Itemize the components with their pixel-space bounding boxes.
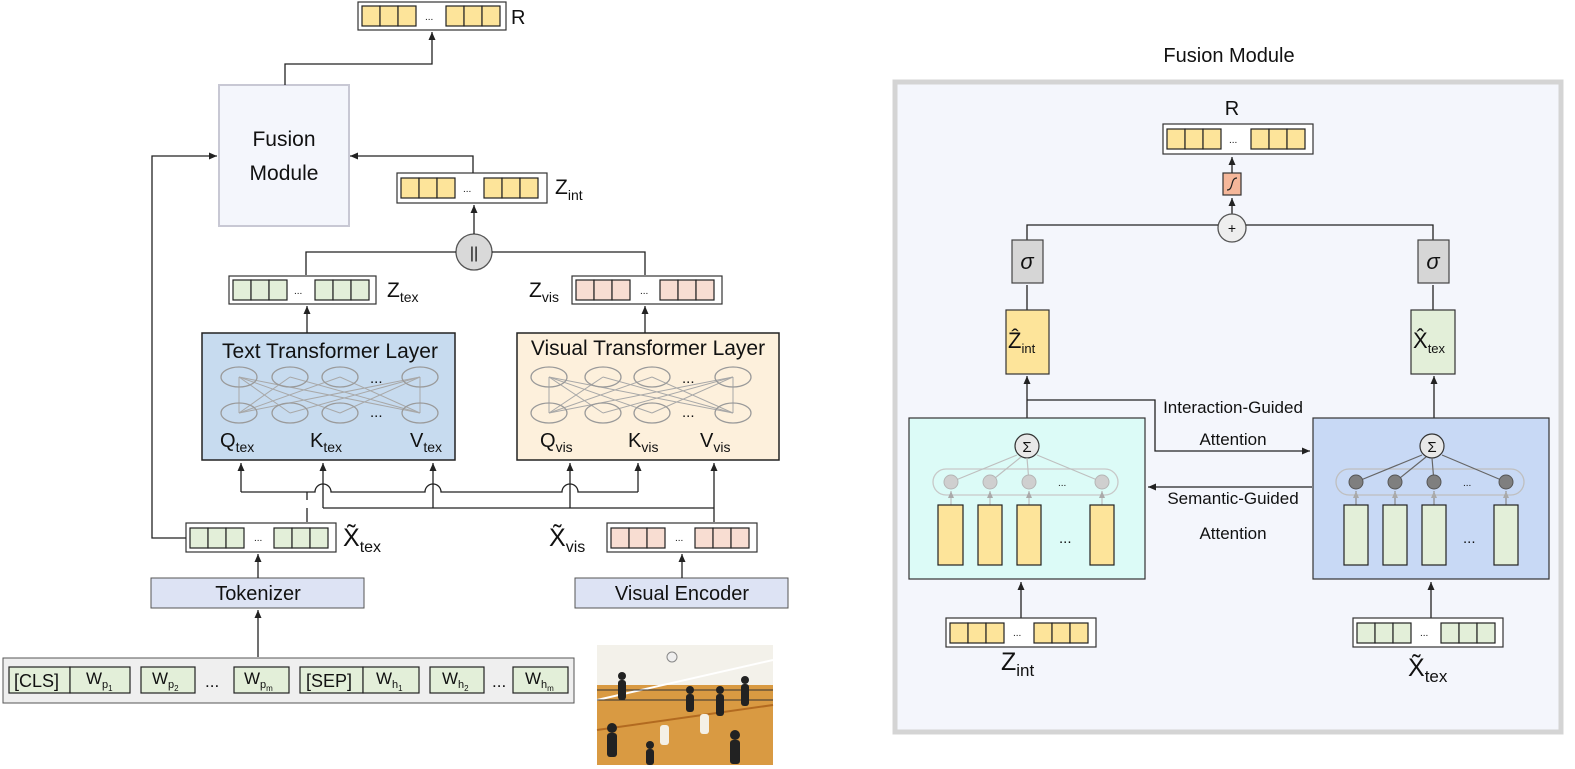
interaction-guided-label-2: Attention [1199, 430, 1266, 449]
tokenizer-box [150, 577, 365, 609]
svg-text:...: ... [370, 370, 383, 387]
text-attention-graph: ... ... [220, 366, 439, 424]
svg-text:...: ... [1013, 628, 1021, 639]
output-label-r: R [511, 7, 525, 29]
svg-text:...: ... [1229, 135, 1237, 146]
sigma-right-symbol: σ [1426, 249, 1440, 274]
k-tex-label: Ktex [310, 430, 342, 455]
wire-zvis-to-concat [492, 251, 646, 275]
vector-ellipsis: ... [425, 12, 433, 23]
fusion-x-tex-label: X̃tex [1408, 654, 1448, 686]
svg-text:...: ... [1420, 628, 1428, 639]
sigma-box-left [1011, 239, 1044, 284]
v-tex-label: Vtex [410, 430, 442, 455]
q-vis-label: Qvis [540, 430, 573, 455]
token-sep: [SEP] [306, 671, 352, 691]
fusion-z-int-vector: ... [945, 617, 1097, 648]
output-vector-r: ... [357, 1, 507, 31]
z-hat-int-label: Ẑint [1008, 328, 1036, 356]
token-dots-1: ... [205, 672, 219, 691]
svg-text:...: ... [370, 404, 383, 421]
x-hat-tex-label: X̂tex [1413, 328, 1446, 356]
visual-encoder-label: Visual Encoder [615, 583, 750, 605]
wire-ztex-to-concat [305, 251, 456, 275]
token-wpm: Wpm [244, 669, 273, 693]
tokenizer-label: Tokenizer [215, 583, 301, 605]
fusion-output-vector: ... [1162, 123, 1314, 155]
svg-text:...: ... [254, 533, 262, 544]
qkv-wiring [237, 463, 718, 522]
semantic-guided-label-2: Attention [1199, 524, 1266, 543]
fusion-module-label-1: Fusion [252, 128, 315, 151]
x-tex-label: X̃tex [343, 524, 381, 556]
visual-encoder-box [574, 577, 789, 609]
k-vis-label: Kvis [628, 430, 658, 455]
z-int-vector: ... [396, 172, 548, 204]
svg-text:...: ... [1058, 478, 1066, 489]
svg-text:...: ... [682, 370, 695, 387]
fusion-z-int-label: Zint [1001, 648, 1035, 680]
svg-text:...: ... [294, 286, 302, 297]
add-symbol: + [1228, 220, 1236, 236]
z-int-label: Zint [555, 176, 583, 203]
v-vis-label: Vvis [700, 430, 730, 455]
fusion-module-label-2: Module [250, 162, 319, 185]
z-tex-label: Ztex [387, 279, 419, 305]
svg-text:...: ... [640, 286, 648, 297]
q-tex-label: Qtex [220, 430, 254, 455]
concat-symbol: || [470, 245, 478, 262]
svg-text:...: ... [675, 533, 683, 544]
sigma-box-right [1417, 239, 1450, 284]
fusion-module-box [218, 84, 350, 227]
svg-text:...: ... [1463, 478, 1471, 489]
arrow-zint-to-fusion [350, 152, 474, 173]
token-wh1: Wh1 [376, 669, 403, 693]
token-wp1: Wp1 [86, 669, 113, 693]
arrow-fusion-to-r [284, 32, 436, 85]
sum-symbol-left: Σ [1022, 439, 1031, 456]
z-hat-int-box [1005, 309, 1050, 375]
z-vis-vector: ... [571, 275, 723, 305]
z-vis-label: Zvis [529, 279, 559, 305]
x-tex-vector: ... [185, 522, 337, 553]
token-whm: Whm [525, 669, 554, 693]
svg-text:...: ... [463, 184, 471, 195]
text-transformer-title: Text Transformer Layer [222, 340, 438, 363]
visual-transformer-title: Visual Transformer Layer [531, 337, 765, 360]
fusion-module-title: Fusion Module [1163, 45, 1294, 67]
z-tex-vector: ... [228, 275, 377, 305]
svg-text:...: ... [1463, 530, 1476, 547]
svg-text:...: ... [1059, 530, 1072, 547]
sum-symbol-right: Σ [1427, 439, 1436, 456]
token-wh2: Wh2 [442, 669, 469, 693]
fusion-output-label-r: R [1225, 98, 1239, 120]
x-vis-label: X̃vis [549, 524, 585, 556]
token-cls: [CLS] [14, 671, 59, 691]
token-sequence: [CLS] Wp1 Wp2 ... Wpm [SEP] Wh1 Wh2 ... … [2, 657, 575, 704]
x-hat-tex-box [1410, 309, 1456, 375]
interaction-guided-label-1: Interaction-Guided [1163, 398, 1303, 417]
text-transformer-layer [201, 332, 456, 461]
add-circle [1217, 213, 1247, 243]
input-image [596, 645, 774, 765]
svg-text:...: ... [682, 404, 695, 421]
semantic-guided-label-1: Semantic-Guided [1167, 489, 1298, 508]
arrow-interaction-guided [1027, 399, 1310, 455]
x-vis-vector: ... [606, 522, 758, 553]
visual-attention-graph: ... ... [530, 366, 752, 424]
sigma-left-symbol: σ [1020, 249, 1034, 274]
token-wp2: Wp2 [152, 669, 179, 693]
arrow-xtex-to-fusion [151, 152, 217, 539]
token-dots-2: ... [492, 672, 506, 691]
fusion-x-tex-vector: ... [1352, 617, 1504, 648]
